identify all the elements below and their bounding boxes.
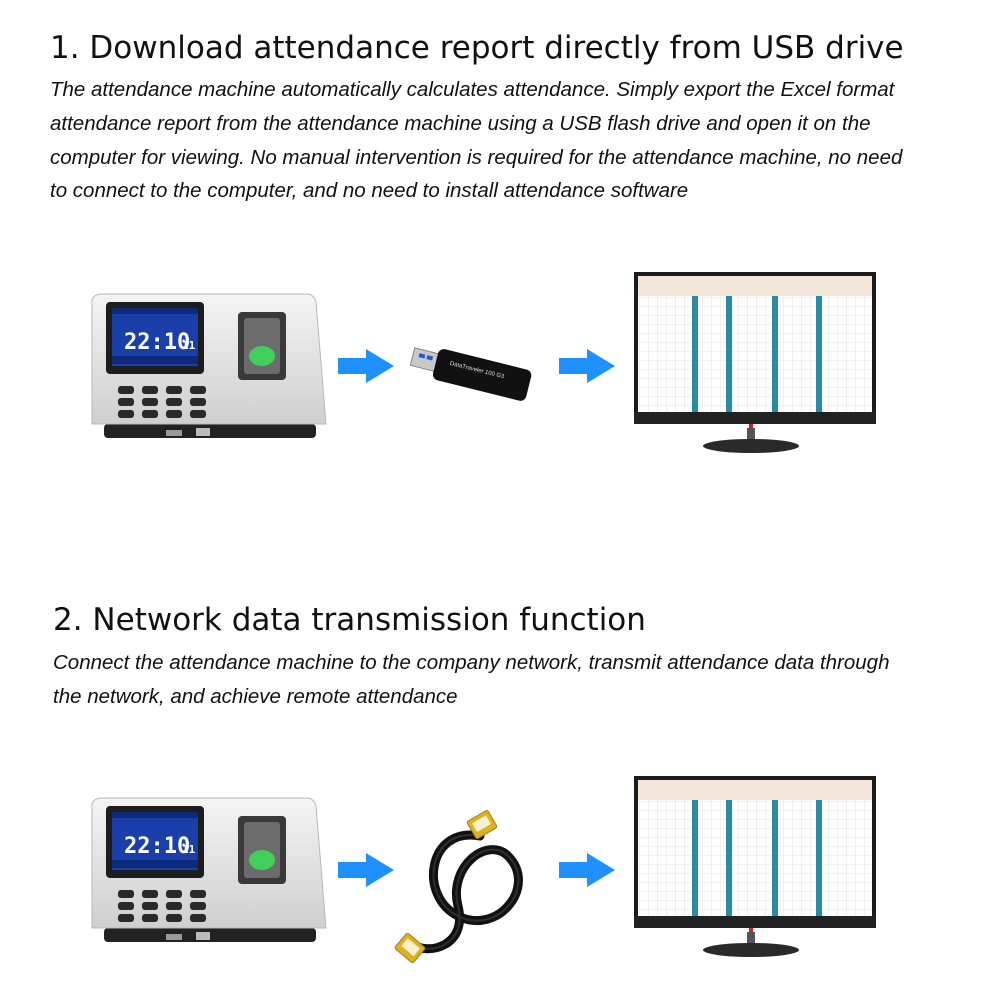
usb-flow-illustration: 22:10 11 DataTraveler (0, 262, 1000, 502)
device-time-text: 22:10 (124, 330, 190, 355)
arrow-right-icon (338, 349, 394, 383)
network-transmission-section: 2. Network data transmission function Co… (0, 572, 1000, 1000)
device-time-text: 22:10 (124, 834, 190, 859)
monitor-spreadsheet-icon (634, 776, 876, 957)
usb-flash-drive-icon: DataTraveler 100 G3 (409, 347, 532, 401)
attendance-machine-icon: 22:10 11 (91, 293, 327, 438)
section-title: 1. Download attendance report directly f… (50, 30, 904, 66)
arrow-right-icon (559, 853, 615, 887)
monitor-spreadsheet-icon (634, 272, 876, 453)
arrow-right-icon (338, 853, 394, 887)
device-seconds-text: 11 (182, 339, 196, 352)
ethernet-cable-icon (394, 810, 523, 964)
section-description: Connect the attendance machine to the co… (53, 651, 890, 708)
attendance-machine-icon: 22:10 11 (91, 797, 327, 942)
usb-download-section: 1. Download attendance report directly f… (0, 0, 1000, 500)
arrow-right-icon (559, 349, 615, 383)
section-description: The attendance machine automatically cal… (50, 78, 903, 203)
network-flow-illustration: 22:10 11 (0, 766, 1000, 1006)
device-seconds-text: 11 (182, 843, 196, 856)
section-title: 2. Network data transmission function (53, 602, 646, 638)
